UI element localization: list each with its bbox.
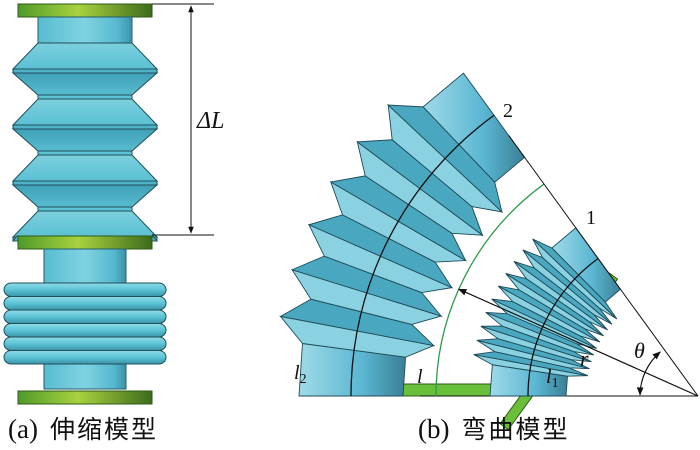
convolution-crest bbox=[12, 68, 158, 74]
l1-label: l1 bbox=[546, 366, 559, 391]
panel-b-bending-model: 2 1 l2 l l1 r θ bbox=[279, 72, 699, 431]
convolution-upper-cone bbox=[11, 42, 159, 70]
panel-a-extension-model: ΔL bbox=[3, 3, 224, 405]
arc-l-center bbox=[435, 183, 545, 397]
top-plate bbox=[17, 3, 153, 18]
bellows-ring bbox=[3, 296, 167, 311]
convolution-root bbox=[37, 150, 133, 156]
bellows-ring bbox=[3, 309, 167, 324]
rolled-rings bbox=[3, 282, 167, 365]
convoluted-bellows bbox=[11, 42, 159, 242]
plate-2-label: 2 bbox=[503, 100, 513, 122]
middle-plate bbox=[17, 235, 153, 250]
radius-line-upper bbox=[508, 135, 699, 397]
convolution-upper-cone bbox=[11, 98, 159, 126]
bent-convolution-lower bbox=[532, 238, 618, 320]
delta-length-label: ΔL bbox=[196, 108, 224, 134]
convolution-crest bbox=[12, 124, 158, 130]
convolution-root bbox=[37, 94, 133, 100]
convolution-root bbox=[37, 206, 133, 212]
convolution-crest bbox=[12, 180, 158, 186]
bellows-ring bbox=[3, 350, 167, 365]
caption-a: (a) 伸缩模型 bbox=[8, 410, 158, 446]
caption-a-label: (a) bbox=[8, 414, 38, 444]
radius-label: r bbox=[580, 346, 589, 371]
caption-b-text: 弯曲模型 bbox=[461, 415, 570, 444]
arc-l2 bbox=[350, 114, 495, 397]
convolution-lower-cone bbox=[11, 128, 159, 152]
l2-label: l2 bbox=[294, 362, 307, 387]
bottom-plate bbox=[17, 390, 153, 405]
caption-b: (b) 弯曲模型 bbox=[418, 410, 570, 446]
bellows-ring bbox=[3, 282, 167, 297]
arc-l1 bbox=[527, 257, 599, 397]
caption-a-text: 伸缩模型 bbox=[49, 415, 158, 444]
caption-b-label: (b) bbox=[418, 414, 450, 444]
convolution-lower-cone bbox=[11, 72, 159, 96]
convolution-upper-cone bbox=[11, 210, 159, 238]
angle-label: θ bbox=[634, 338, 645, 363]
angle-arc-theta bbox=[636, 351, 661, 396]
top-neck bbox=[37, 16, 133, 44]
bellows-ring bbox=[3, 336, 167, 351]
convolution-upper-cone bbox=[11, 154, 159, 182]
bellows-ring bbox=[3, 323, 167, 338]
bent-convolution-lower bbox=[386, 104, 503, 214]
convolution-lower-cone bbox=[11, 184, 159, 208]
arc-l-label: l bbox=[417, 366, 423, 388]
plate-1-label: 1 bbox=[586, 207, 596, 229]
